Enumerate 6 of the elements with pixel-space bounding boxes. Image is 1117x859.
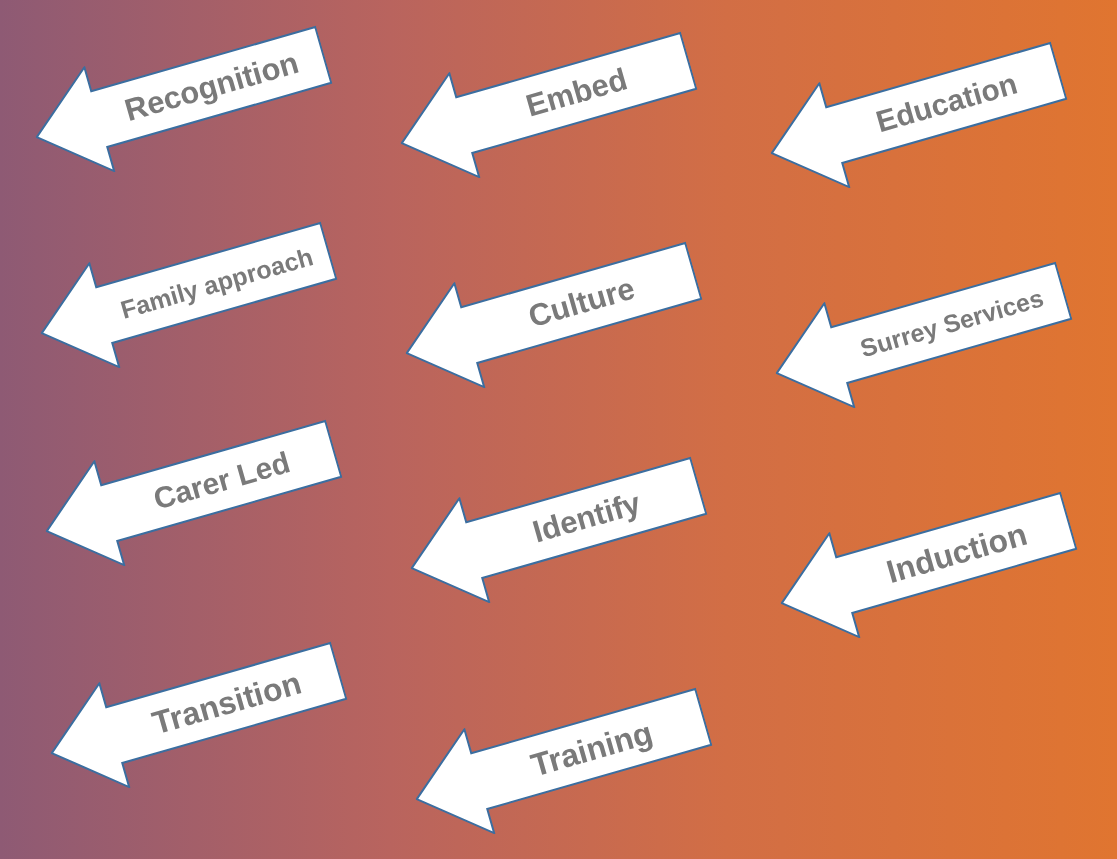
arrow-label: Culture [523,269,640,337]
arrow-label: Carer Led [148,444,295,518]
arrow-label: Surrey Services [855,281,1048,364]
arrow-label: Identify [527,484,646,552]
arrow-label: Embed [521,60,633,126]
arrow-label: Training [525,712,658,785]
